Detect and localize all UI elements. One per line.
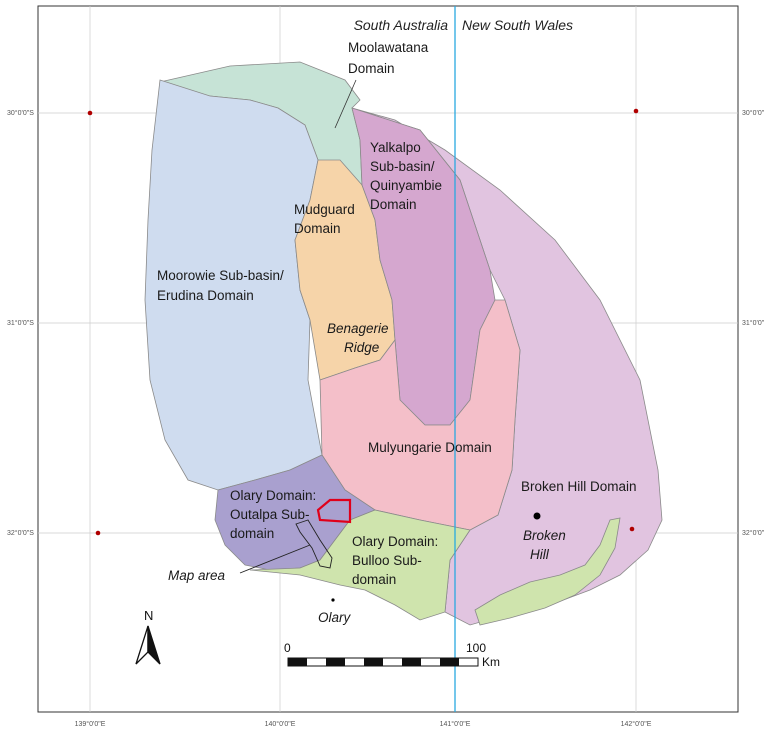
label-mudguard: Mudguard Domain xyxy=(294,202,359,236)
state-label-south-australia: South Australia xyxy=(354,17,449,33)
scale-label-start: 0 xyxy=(284,641,291,655)
label-yalkalpo: Yalkalpo Sub-basin/ Quinyambie Domain xyxy=(370,140,446,212)
domain-polygons xyxy=(144,61,663,626)
north-label: N xyxy=(144,608,153,623)
state-label-new-south-wales: New South Wales xyxy=(462,17,573,33)
tick-bottom-139e: 139°0'0"E xyxy=(75,720,106,728)
mulyungarie-domain xyxy=(319,299,521,531)
olary-town-marker xyxy=(331,598,335,602)
scale-label-end: 100 xyxy=(466,641,486,655)
label-olary-outalpa: Olary Domain: Outalpa Sub- domain xyxy=(230,488,320,541)
label-broken-hill-town: Broken Hill xyxy=(523,528,570,562)
label-olary-town: Olary xyxy=(318,610,352,625)
label-moorowie: Moorowie Sub-basin/ Erudina Domain xyxy=(157,268,288,303)
label-broken-hill-domain: Broken Hill Domain xyxy=(521,479,637,494)
graticule-corner-dots xyxy=(87,108,639,536)
tick-bottom-142e: 142°0'0"E xyxy=(621,720,652,728)
tick-right-30s: 30°0'0" xyxy=(742,109,765,117)
tick-bottom-140e: 140°0'0"E xyxy=(265,720,296,728)
scale-bar-segment xyxy=(326,658,345,666)
scale-bar-segment xyxy=(288,658,307,666)
tick-right-31s: 31°0'0" xyxy=(742,319,765,327)
north-arrow-icon: N xyxy=(135,608,161,665)
tick-left-32s: 32°0'0"S xyxy=(7,529,34,537)
map-area-outline-black xyxy=(295,519,333,569)
scale-bar-segment xyxy=(364,658,383,666)
label-moolawatana: Moolawatana Domain xyxy=(348,40,432,76)
label-olary-bulloo: Olary Domain: Bulloo Sub- domain xyxy=(352,534,442,587)
scale-bar-segment xyxy=(440,658,459,666)
tick-right-32s: 32°0'0" xyxy=(742,529,765,537)
tick-left-31s: 31°0'0"S xyxy=(7,319,34,327)
scale-unit: Km xyxy=(482,655,500,669)
label-mulyungarie: Mulyungarie Domain xyxy=(368,440,492,455)
label-map-area: Map area xyxy=(168,568,226,583)
label-benagerie-ridge: Benagerie Ridge xyxy=(327,321,392,355)
scale-bar-segment xyxy=(402,658,421,666)
broken-hill-town-marker xyxy=(533,512,541,520)
moolawatana-leader xyxy=(334,79,357,129)
tick-left-30s: 30°0'0"S xyxy=(7,109,34,117)
broken-hill-inlier xyxy=(474,517,621,626)
tick-bottom-141e: 141°0'0"E xyxy=(440,720,471,728)
map-area-outline-red xyxy=(316,498,352,524)
map-area-leader xyxy=(239,544,311,574)
scale-bar: 0 100 Km xyxy=(284,641,500,669)
olary-bulloo-subdomain xyxy=(249,509,471,621)
moorowie-domain xyxy=(144,79,323,491)
